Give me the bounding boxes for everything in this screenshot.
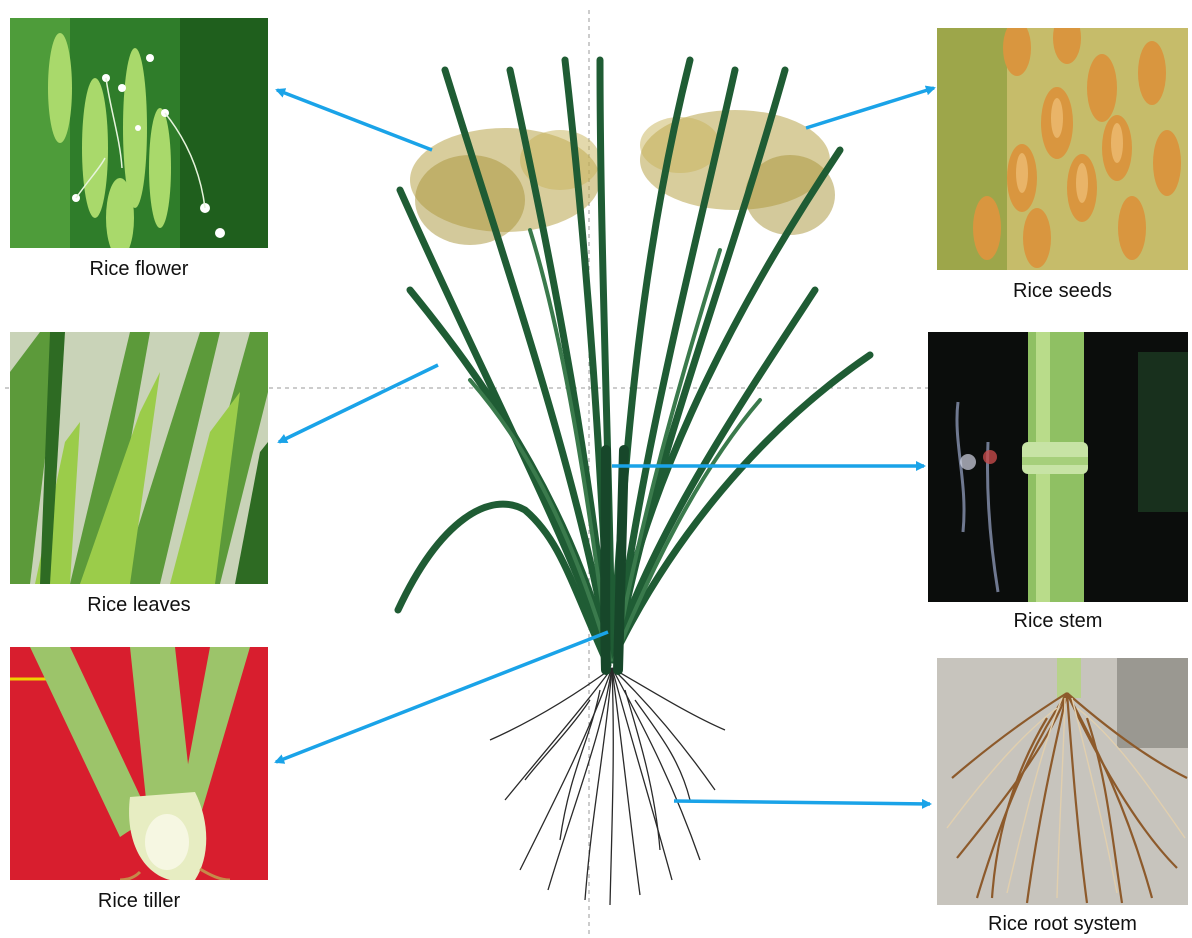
rice-stem-photo bbox=[928, 332, 1188, 602]
rice-root-system-label: Rice root system bbox=[937, 913, 1188, 936]
rice-seeds-label: Rice seeds bbox=[937, 280, 1188, 303]
plant-roots bbox=[490, 668, 725, 905]
arrow-to-roots bbox=[674, 801, 930, 804]
arrow-to-seeds bbox=[806, 88, 934, 128]
rice-tiller-photo bbox=[10, 647, 268, 880]
rice-tiller-label: Rice tiller bbox=[10, 890, 268, 913]
arrow-to-flower bbox=[277, 90, 432, 150]
rice-stem-label: Rice stem bbox=[928, 610, 1188, 633]
rice-seeds-photo bbox=[937, 28, 1188, 270]
rice-flower-label: Rice flower bbox=[10, 258, 268, 281]
rice-flower-photo bbox=[10, 18, 268, 248]
arrow-to-tiller bbox=[276, 632, 608, 762]
rice-leaves-label: Rice leaves bbox=[10, 594, 268, 617]
rice-root-photo bbox=[937, 658, 1188, 905]
rice-leaves-photo bbox=[10, 332, 268, 584]
plant-panicles bbox=[410, 110, 835, 245]
arrow-to-leaves bbox=[279, 365, 438, 442]
